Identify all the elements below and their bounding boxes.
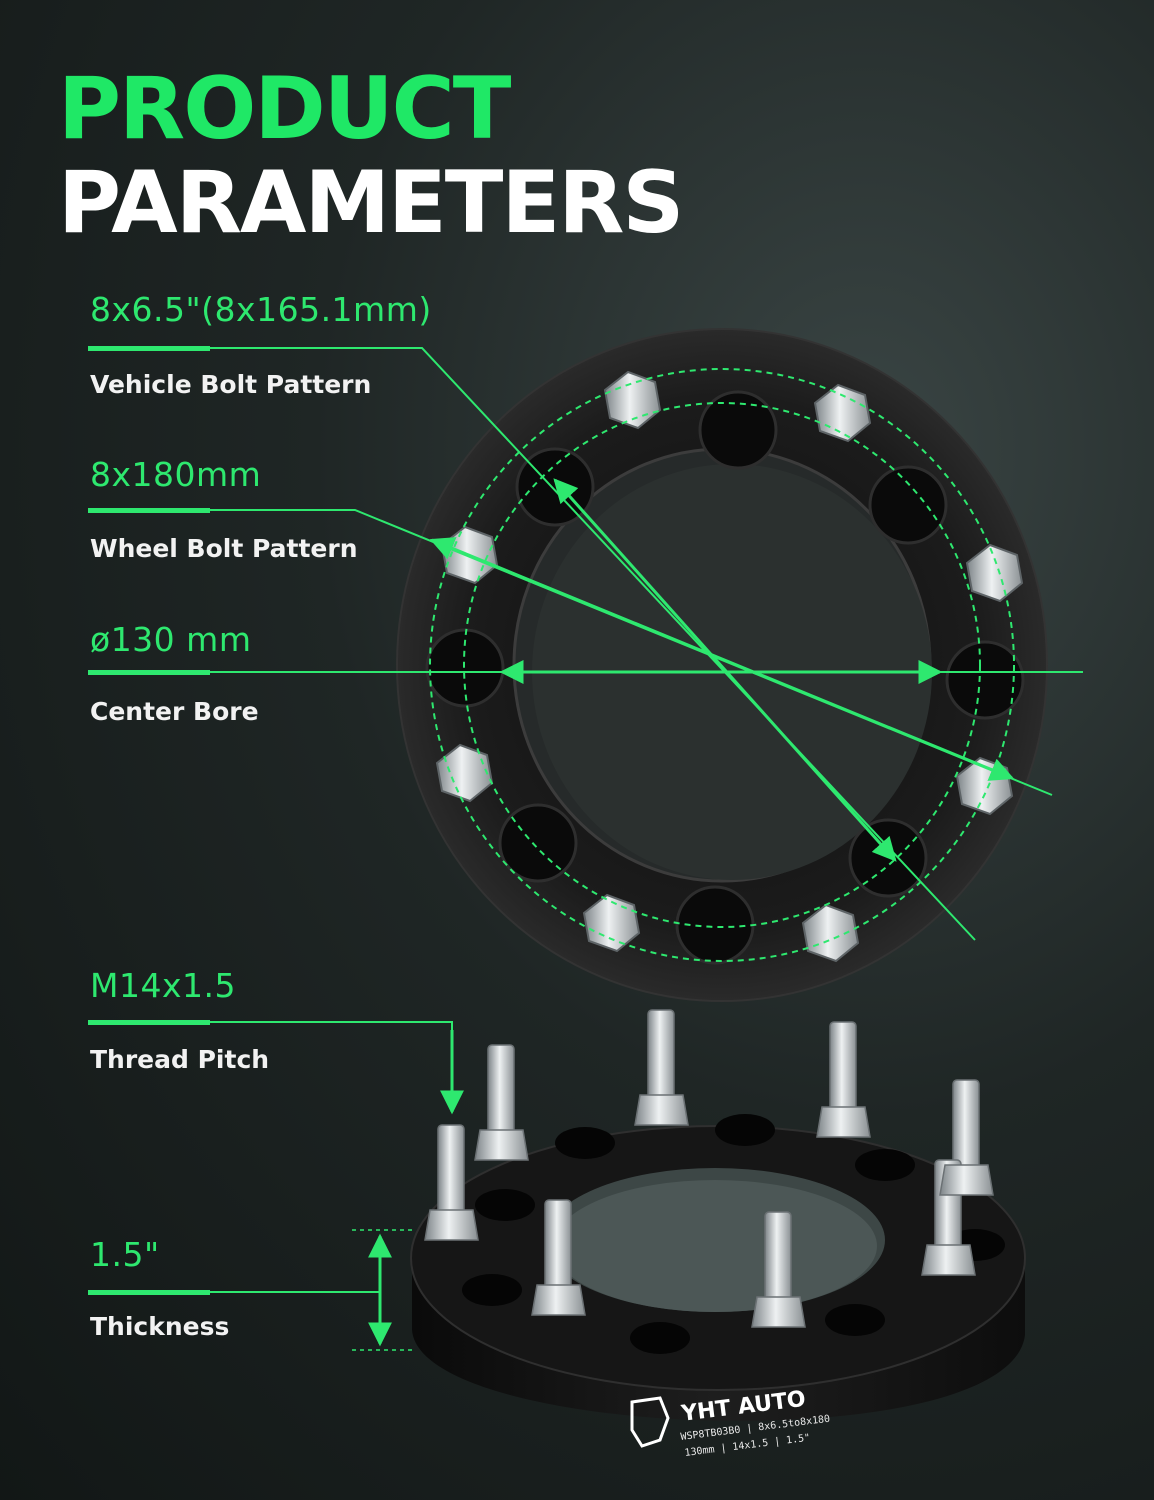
param-divider — [88, 1020, 210, 1025]
param-value-center-bore: ø130 mm — [90, 620, 252, 659]
param-value-thread-pitch: M14x1.5 — [90, 966, 236, 1005]
param-label-thread-pitch: Thread Pitch — [90, 1045, 270, 1074]
param-divider — [88, 508, 210, 513]
param-label-center-bore: Center Bore — [90, 697, 259, 726]
thickness-guides — [352, 1229, 412, 1351]
param-value-wheel-bolt: 8x180mm — [90, 455, 262, 494]
param-value-vehicle-bolt: 8x6.5"(8x165.1mm) — [90, 290, 432, 329]
param-divider — [88, 670, 210, 675]
lion-logo-icon — [630, 1396, 670, 1448]
param-value-thickness: 1.5" — [90, 1235, 160, 1274]
param-label-thickness: Thickness — [90, 1312, 230, 1341]
param-divider — [88, 1290, 210, 1295]
title-line-1: PRODUCT — [58, 59, 511, 159]
param-label-vehicle-bolt: Vehicle Bolt Pattern — [90, 370, 372, 399]
title-line-2: PARAMETERS — [58, 153, 684, 253]
dimension-arrow-icon — [368, 478, 1015, 1347]
bottom-spacer — [410, 1009, 1026, 1448]
param-divider — [88, 346, 210, 351]
param-label-wheel-bolt: Wheel Bolt Pattern — [90, 534, 358, 563]
